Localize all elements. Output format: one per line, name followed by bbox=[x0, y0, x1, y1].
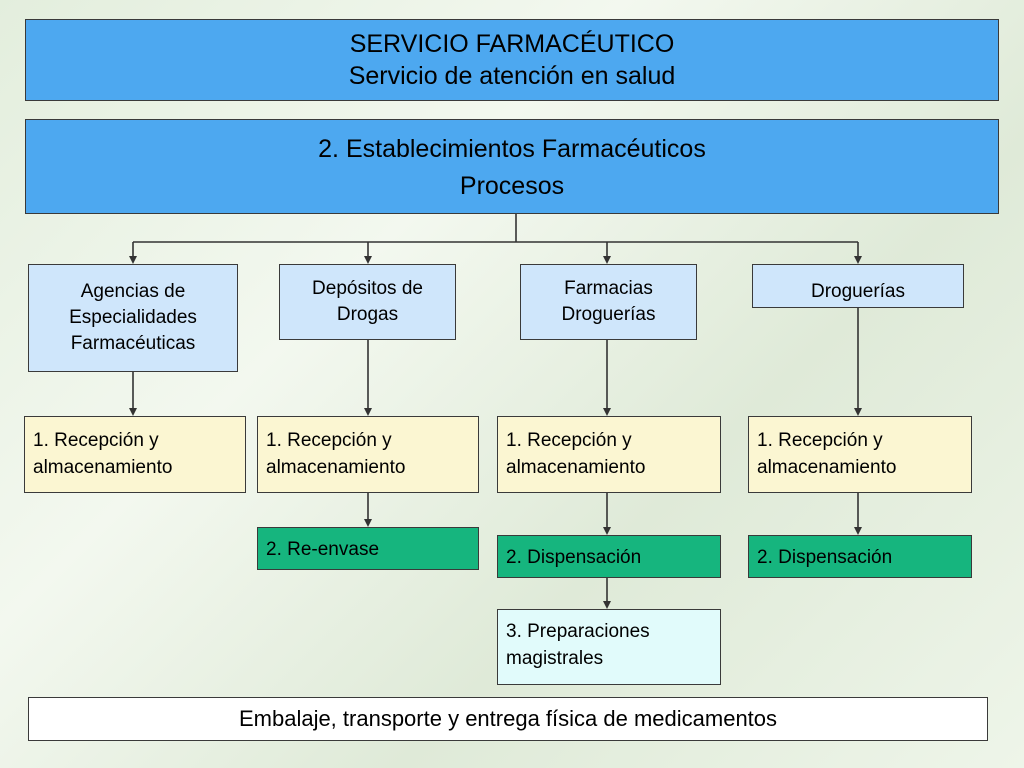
dispensation-box-droguerias: 2. Dispensación bbox=[748, 535, 972, 578]
reception-box-farmacias: 1. Recepción y almacenamiento bbox=[497, 416, 721, 493]
category-line: Agencias de bbox=[80, 281, 186, 302]
footer-text: Embalaje, transporte y entrega física de… bbox=[238, 706, 778, 731]
reception-label: 1. Recepción y almacenamiento bbox=[33, 430, 173, 478]
category-droguerias: Droguerías bbox=[752, 264, 964, 308]
section-subtitle: Procesos bbox=[459, 171, 565, 200]
reception-box-depositos: 1. Recepción y almacenamiento bbox=[257, 416, 479, 493]
category-agencias: Agencias de Especialidades Farmacéuticas bbox=[28, 264, 238, 372]
preparations-label: 3. Preparaciones magistrales bbox=[506, 621, 650, 669]
category-line: Especialidades bbox=[69, 307, 197, 328]
dispensation-label: 2. Dispensación bbox=[506, 547, 642, 568]
reception-box-agencias: 1. Recepción y almacenamiento bbox=[24, 416, 246, 493]
category-line: Depósitos de bbox=[312, 278, 423, 299]
category-depositos: Depósitos de Drogas bbox=[279, 264, 456, 340]
category-line: Droguerías bbox=[811, 281, 905, 302]
preparations-box: 3. Preparaciones magistrales bbox=[497, 609, 721, 685]
reception-box-droguerias: 1. Recepción y almacenamiento bbox=[748, 416, 972, 493]
dispensation-label: 2. Dispensación bbox=[757, 547, 893, 568]
category-line: Droguerías bbox=[561, 304, 656, 325]
section-box: 2. Establecimientos Farmacéuticos Proces… bbox=[25, 119, 999, 214]
reenvase-label: 2. Re-envase bbox=[266, 539, 380, 560]
reenvase-box: 2. Re-envase bbox=[257, 527, 479, 570]
section-title: 2. Establecimientos Farmacéuticos bbox=[318, 134, 706, 163]
header-box: SERVICIO FARMACÉUTICO Servicio de atenci… bbox=[25, 19, 999, 101]
dispensation-box-farmacias: 2. Dispensación bbox=[497, 535, 721, 578]
reception-label: 1. Recepción y almacenamiento bbox=[757, 430, 897, 478]
category-line: Farmacias bbox=[564, 278, 653, 299]
category-line: Drogas bbox=[336, 304, 399, 325]
reception-label: 1. Recepción y almacenamiento bbox=[266, 430, 406, 478]
reception-label: 1. Recepción y almacenamiento bbox=[506, 430, 646, 478]
footer-box: Embalaje, transporte y entrega física de… bbox=[28, 697, 988, 741]
header-subtitle: Servicio de atención en salud bbox=[348, 62, 676, 90]
header-title: SERVICIO FARMACÉUTICO bbox=[349, 30, 675, 58]
category-farmacias-droguerias: Farmacias Droguerías bbox=[520, 264, 697, 340]
category-line: Farmacéuticas bbox=[70, 333, 196, 354]
